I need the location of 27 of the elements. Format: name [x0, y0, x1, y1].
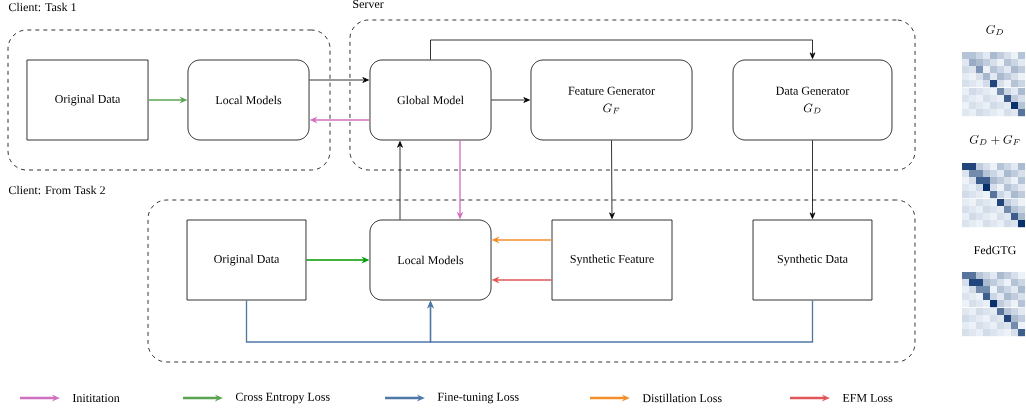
- rounded-box: Local Models: [187, 59, 310, 141]
- legend-label: Fine-tuning Loss: [437, 392, 519, 404]
- arrow: [491, 97, 530, 103]
- heatmap-title: $G_D + G_F$: [969, 134, 1020, 145]
- rounded-box: Feature Generator $G_F$: [530, 59, 693, 141]
- legend-label: EFM Loss: [842, 394, 893, 402]
- rounded-box: Data Generator $G_D$: [732, 59, 893, 141]
- box: Original Data: [186, 219, 307, 301]
- rounded-box: Global Model: [369, 59, 492, 141]
- group-title: Client: From Task 2: [8, 185, 105, 195]
- rounded-box: Local Models: [369, 219, 492, 301]
- arrow: [609, 140, 615, 219]
- heatmap-title: FedGTG: [974, 245, 1016, 255]
- arrow: [427, 299, 814, 343]
- box: Synthetic Data: [752, 219, 873, 301]
- arrow: [309, 77, 369, 83]
- legend-label: Distillation Loss: [642, 393, 722, 403]
- arrow: [397, 141, 403, 220]
- box: Original Data: [26, 59, 149, 141]
- legend-label: Cross Entropy Loss: [235, 392, 330, 404]
- heatmap-title: $G_D$: [986, 24, 1003, 35]
- group-title: Client: Task 1: [8, 2, 76, 12]
- arrow: [430, 39, 816, 60]
- group-title: Server: [353, 0, 384, 9]
- arrow: [809, 140, 816, 219]
- legend-label: Inititation: [72, 393, 120, 403]
- box: Synthetic Feature: [551, 219, 673, 301]
